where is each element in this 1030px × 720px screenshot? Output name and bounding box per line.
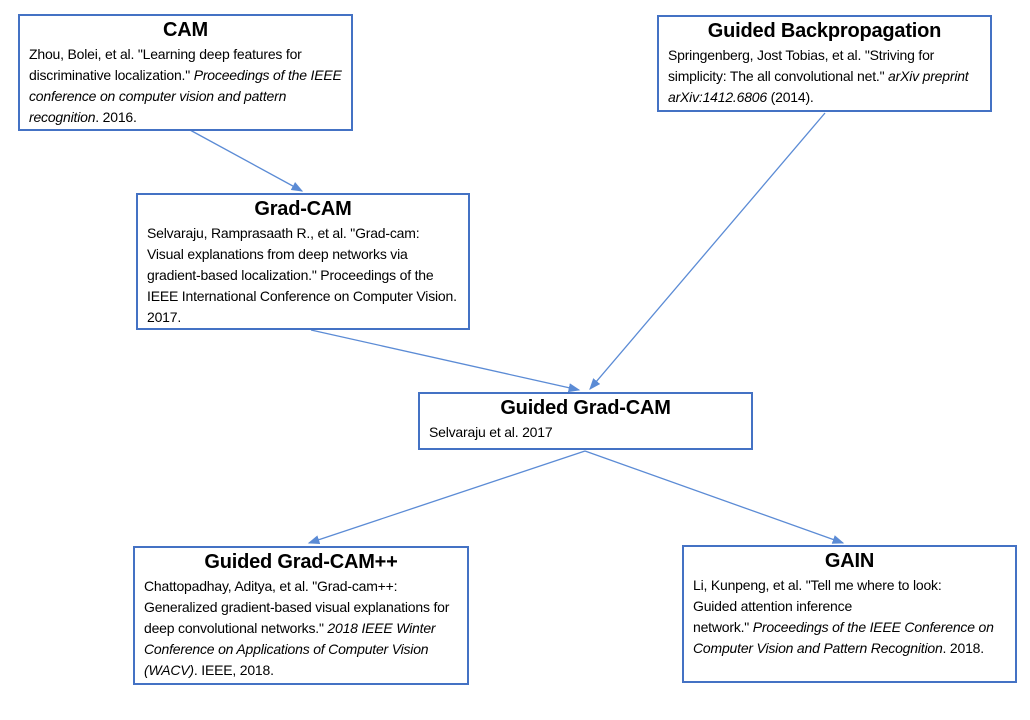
node-guided-grad-cam-plus-plus-title: Guided Grad-CAM++ [204, 551, 398, 573]
node-guided-grad-cam-title: Guided Grad-CAM [500, 397, 671, 419]
arrow-guided-grad-cam-to-gain [584, 450, 845, 544]
node-guided-grad-cam-citation: Selvaraju et al. 2017 [429, 424, 553, 440]
node-grad-cam-title: Grad-CAM [254, 198, 352, 220]
arrow-grad-cam-to-guided-grad-cam [310, 329, 581, 393]
node-guided-backpropagation-citation: Springenberg, Jost Tobias, et al. "Striv… [668, 47, 973, 105]
node-cam: CAM Zhou, Bolei, et al. "Learning deep f… [18, 14, 353, 131]
node-guided-backpropagation: Guided Backpropagation Springenberg, Jos… [657, 15, 992, 112]
arrow-guided-grad-cam-to-guided-grad-campp [307, 450, 586, 545]
node-guided-grad-cam-plus-plus-citation: Chattopadhay, Aditya, et al. "Grad-cam++… [144, 578, 453, 678]
node-grad-cam-citation: Selvaraju, Ramprasaath R., et al. "Grad-… [147, 225, 461, 325]
node-cam-title: CAM [163, 19, 208, 41]
node-gain-citation: Li, Kunpeng, et al. "Tell me where to lo… [693, 577, 998, 656]
node-cam-citation: Zhou, Bolei, et al. "Learning deep featu… [29, 46, 346, 125]
node-grad-cam: Grad-CAM Selvaraju, Ramprasaath R., et a… [136, 193, 470, 330]
node-guided-backpropagation-title: Guided Backpropagation [707, 20, 942, 42]
node-guided-grad-cam: Guided Grad-CAM Selvaraju et al. 2017 [418, 392, 753, 450]
arrow-cam-to-grad-cam [189, 129, 304, 192]
arrow-guided-backprop-to-guided-grad-cam [589, 112, 826, 390]
node-gain-title: GAIN [824, 550, 875, 572]
node-gain: GAIN Li, Kunpeng, et al. "Tell me where … [682, 545, 1017, 683]
node-guided-grad-cam-plus-plus: Guided Grad-CAM++ Chattopadhay, Aditya, … [133, 546, 469, 685]
